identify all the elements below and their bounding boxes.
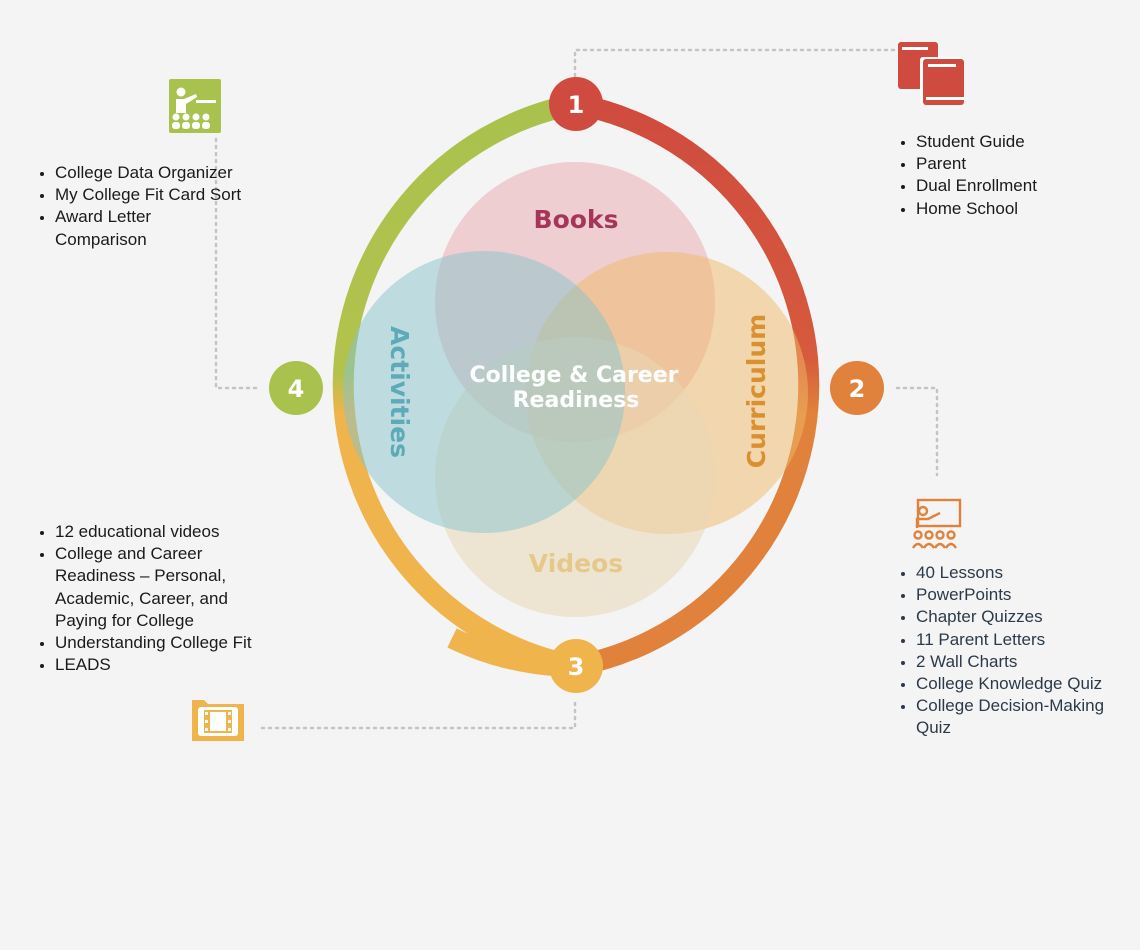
circle-activities [343, 251, 625, 533]
curriculum-label: Curriculum [742, 314, 771, 468]
step-4-number: 4 [288, 375, 305, 403]
curriculum-list-item: 2 Wall Charts [916, 651, 1136, 673]
classroom-teacher-icon-activities [169, 79, 221, 133]
books-list-item: Home School [916, 198, 1116, 220]
step-3-node: 3 [549, 639, 603, 693]
connector-activities [214, 136, 258, 390]
books-list-item: Student Guide [916, 131, 1116, 153]
step-2-number: 2 [849, 375, 866, 403]
step-1-number: 1 [568, 91, 585, 119]
videos-list-item: 12 educational videos [55, 521, 280, 543]
books-list: Student GuideParentDual EnrollmentHome S… [896, 131, 1116, 220]
curriculum-list-item: 11 Parent Letters [916, 629, 1136, 651]
books-label: Books [534, 205, 619, 234]
step-2-node: 2 [830, 361, 884, 415]
center-label-line1: College & Career [470, 363, 679, 388]
venn-circles [343, 162, 808, 617]
curriculum-list: 40 LessonsPowerPointsChapter Quizzes11 P… [896, 562, 1136, 740]
videos-list-item: College and Career Readiness – Personal,… [55, 543, 280, 632]
videos-label: Videos [529, 549, 623, 578]
center-label-line2: Readiness [513, 388, 640, 413]
curriculum-list-item: PowerPoints [916, 584, 1136, 606]
connector-curriculum [895, 386, 939, 477]
books-list-item: Parent [916, 153, 1116, 175]
connector-videos [256, 701, 577, 730]
videos-list-item: LEADS [55, 654, 280, 676]
activities-list-item: My College Fit Card Sort [55, 184, 245, 206]
videos-list: 12 educational videosCollege and Career … [35, 521, 280, 676]
activities-list-item: Award Letter Comparison [55, 206, 245, 250]
videos-list-item: Understanding College Fit [55, 632, 280, 654]
step-4-node: 4 [269, 361, 323, 415]
video-folder-icon [192, 700, 244, 741]
curriculum-list-item: College Decision-Making Quiz [916, 695, 1136, 739]
step-3-number: 3 [568, 653, 585, 681]
activities-list-item: College Data Organizer [55, 162, 245, 184]
curriculum-list-item: College Knowledge Quiz [916, 673, 1136, 695]
curriculum-list-item: 40 Lessons [916, 562, 1136, 584]
curriculum-list-item: Chapter Quizzes [916, 606, 1136, 628]
books-list-item: Dual Enrollment [916, 175, 1116, 197]
classroom-teacher-icon-curriculum [911, 498, 962, 549]
step-1-node: 1 [549, 77, 603, 131]
activities-list: College Data OrganizerMy College Fit Car… [35, 162, 245, 251]
connector-books [573, 48, 899, 78]
activities-label: Activities [385, 326, 414, 458]
books-icon [898, 42, 964, 105]
